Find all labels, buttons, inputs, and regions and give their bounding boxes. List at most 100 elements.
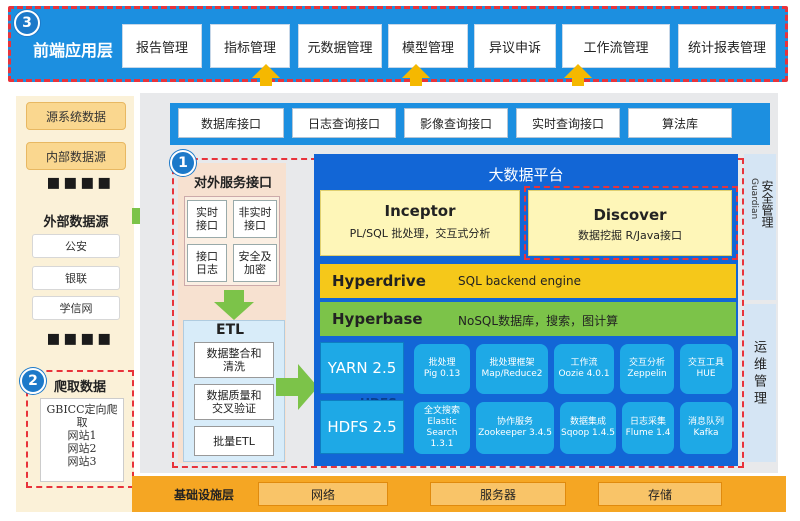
discover-title: Discover (593, 206, 667, 224)
realtime-interface[interactable]: 实时接口 (187, 200, 227, 238)
bigdata-title: 大数据平台 (488, 165, 564, 184)
module-line: Kafka (693, 428, 719, 438)
etl-quality-validation[interactable]: 数据质量和交叉验证 (194, 384, 274, 420)
hyperdrive-desc: SQL backend engine (458, 274, 581, 288)
etl-integration-cleaning[interactable]: 数据整合和清洗 (194, 342, 274, 378)
front-item-workflow[interactable]: 工作流管理 (562, 24, 670, 68)
external-source-title: 外部数据源 (43, 214, 109, 230)
iface-image-query[interactable]: 影像查询接口 (404, 108, 508, 138)
cell-line: 加密 (244, 263, 266, 276)
up-arrow-icon (252, 64, 280, 86)
nonrealtime-interface[interactable]: 非实时接口 (233, 200, 277, 238)
hdfs-box[interactable]: HDFS 2.5 (320, 400, 404, 454)
module-line: Flume 1.4 (625, 428, 671, 438)
module-line: Map/Reduce2 (481, 369, 543, 379)
infra-title: 基础设施层 (174, 488, 235, 502)
interface-log[interactable]: 接口日志 (187, 244, 227, 282)
cell-line: 接口 (196, 219, 218, 232)
module-line: Pig 0.13 (423, 369, 461, 379)
infra-server[interactable]: 服务器 (430, 482, 566, 506)
module-line: HUE (696, 369, 716, 379)
hyperbase-bar[interactable] (320, 302, 736, 336)
hyperdrive-title: Hyperdrive (332, 272, 426, 290)
inceptor-box[interactable] (320, 190, 520, 256)
dots-separator: ▪▪▪▪ (46, 326, 114, 351)
up-arrow-icon (564, 64, 592, 86)
discover-desc: 数据挖掘 R/Java接口 (577, 229, 683, 242)
security-management-label: 安全管理 (760, 180, 774, 228)
internal-data-source[interactable]: 内部数据源 (26, 142, 126, 170)
module-line: Zookeeper 3.4.5 (478, 428, 552, 438)
hyperbase-desc: NoSQL数据库，搜索，图计算 (458, 314, 619, 328)
module-line: 工作流 (570, 358, 598, 368)
etl-batch[interactable]: 批量ETL (194, 426, 274, 456)
external-item-police[interactable]: 公安 (32, 234, 120, 258)
infra-storage[interactable]: 存储 (598, 482, 722, 506)
crawl-line: 网站1 (67, 429, 97, 442)
up-arrow-icon (402, 64, 430, 86)
module-line: Sqoop 1.4.5 (561, 428, 615, 438)
hyperbase-title: Hyperbase (332, 310, 423, 328)
ops-management-panel[interactable] (744, 304, 776, 462)
source-system-data[interactable]: 源系统数据 (26, 102, 126, 130)
badge-3: 3 (14, 10, 40, 36)
etl-line: 数据质量和 (206, 389, 262, 402)
module-line: 交互工具 (687, 358, 724, 368)
external-item-chsi[interactable]: 学信网 (32, 296, 120, 320)
iface-realtime-query[interactable]: 实时查询接口 (516, 108, 620, 138)
front-item-statistics[interactable]: 统计报表管理 (678, 24, 776, 68)
yarn-box[interactable]: YARN 2.5 (320, 342, 404, 394)
iface-database[interactable]: 数据库接口 (178, 108, 284, 138)
discover-dashed-frame (524, 186, 738, 260)
external-item-unionpay[interactable]: 银联 (32, 266, 120, 290)
module-line: Elastic (427, 417, 457, 427)
cell-line: 接口 (244, 219, 266, 232)
crawl-title: 爬取数据 (54, 380, 107, 395)
front-item-model[interactable]: 模型管理 (388, 24, 468, 68)
badge-1: 1 (170, 150, 196, 176)
security-management-panel[interactable] (744, 154, 776, 300)
dots-separator: ▪▪▪▪ (46, 170, 114, 195)
down-arrow-icon (214, 290, 254, 324)
module-line: 批处理框架 (489, 358, 535, 368)
ops-management-label: 运维管理 (751, 340, 766, 408)
hyperdrive-bar[interactable] (320, 264, 736, 298)
guardian-label: Guardian (749, 178, 759, 220)
etl-line: 数据整合和 (206, 347, 262, 360)
infra-network[interactable]: 网络 (258, 482, 388, 506)
iface-log-query[interactable]: 日志查询接口 (292, 108, 396, 138)
crawl-websites-box[interactable]: GBICC定向爬 取 网站1 网站2 网站3 (40, 398, 124, 482)
discover-box[interactable] (528, 190, 732, 256)
inceptor-desc: PL/SQL 批处理，交互式分析 (349, 227, 491, 240)
module-line: 数据集成 (569, 417, 606, 427)
etl-line: 交叉验证 (212, 402, 256, 415)
badge-2: 2 (20, 368, 46, 394)
front-item-metadata[interactable]: 元数据管理 (298, 24, 382, 68)
security-encryption[interactable]: 安全及加密 (233, 244, 277, 282)
module-line: 日志采集 (629, 417, 666, 427)
front-item-report[interactable]: 报告管理 (122, 24, 202, 68)
right-arrow-icon (276, 364, 318, 414)
crawl-dashed-frame (26, 370, 134, 488)
cell-line: 实时 (196, 206, 218, 219)
module-line: Search 1.3.1 (426, 428, 458, 449)
front-item-appeal[interactable]: 异议申诉 (474, 24, 556, 68)
inceptor-title: Inceptor (384, 202, 456, 220)
iface-algorithm-lib[interactable]: 算法库 (628, 108, 732, 138)
module-line: Oozie 4.0.1 (558, 369, 610, 379)
cell-line: 非实时 (238, 206, 272, 219)
front-layer-title: 前端应用层 (32, 41, 113, 60)
cell-line: 接口 (196, 250, 218, 263)
front-item-indicator[interactable]: 指标管理 (210, 24, 290, 68)
cell-line: 安全及 (238, 250, 272, 263)
